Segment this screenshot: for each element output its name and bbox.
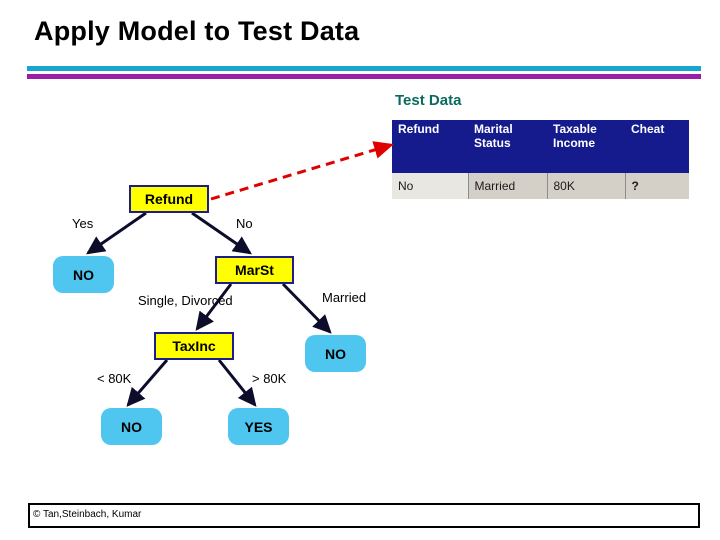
tree-leaf-lt80k-no[interactable]: NO: [101, 408, 162, 445]
edge-label-refund-no: No: [236, 216, 253, 231]
column-header-taxable-income: Taxable Income: [547, 120, 625, 173]
test-data-pointer-arrow: [210, 141, 394, 201]
cell-refund: No: [392, 173, 469, 199]
column-header-marital-line2: Status: [474, 135, 511, 150]
tree-leaf-married-no[interactable]: NO: [305, 335, 366, 372]
edge-refund-yes: [86, 211, 147, 255]
column-header-refund: Refund: [392, 120, 468, 173]
column-header-marital-status: Marital Status: [468, 120, 547, 173]
column-header-income-line2: Income: [553, 135, 596, 150]
footer-credit: © Tan,Steinbach, Kumar: [33, 509, 142, 520]
column-header-marital-line1: Marital: [474, 122, 513, 136]
column-header-refund-line1: Refund: [398, 122, 440, 136]
edge-label-refund-yes: Yes: [72, 216, 94, 231]
cell-cheat: ?: [624, 173, 689, 199]
edge-label-marst-married: Married: [322, 290, 367, 305]
column-header-income-line1: Taxable: [553, 122, 597, 136]
edge-label-taxinc-lt80k: < 80K: [97, 371, 132, 386]
page-title: Apply Model to Test Data: [34, 16, 360, 46]
tree-node-taxinc[interactable]: TaxInc: [154, 332, 234, 360]
tree-node-refund[interactable]: Refund: [129, 185, 209, 213]
tree-leaf-refund-yes-no[interactable]: NO: [53, 256, 114, 293]
cell-taxable-income: 80K: [546, 173, 626, 199]
column-header-cheat-line1: Cheat: [631, 122, 665, 136]
edge-taxinc-lt80k: [126, 359, 169, 407]
edge-label-taxinc-gt80k: > 80K: [252, 371, 287, 386]
edge-taxinc-gt80k: [217, 359, 257, 407]
divider-rule-purple: [27, 74, 701, 79]
table-header-row: Refund Marital Status Taxable Income Che…: [392, 120, 689, 173]
cell-marital-status: Married: [467, 173, 548, 199]
test-data-caption: Test Data: [395, 92, 462, 109]
tree-node-marst[interactable]: MarSt: [215, 256, 294, 284]
table-row: No Married 80K ?: [392, 173, 689, 199]
edge-label-marst-single-divorced: Single, Divorced: [138, 293, 233, 308]
tree-leaf-gt80k-yes[interactable]: YES: [228, 408, 289, 445]
divider-rule-teal: [27, 66, 701, 71]
footer-box: [28, 503, 700, 528]
test-data-table: Refund Marital Status Taxable Income Che…: [392, 120, 689, 199]
column-header-cheat: Cheat: [625, 120, 689, 173]
